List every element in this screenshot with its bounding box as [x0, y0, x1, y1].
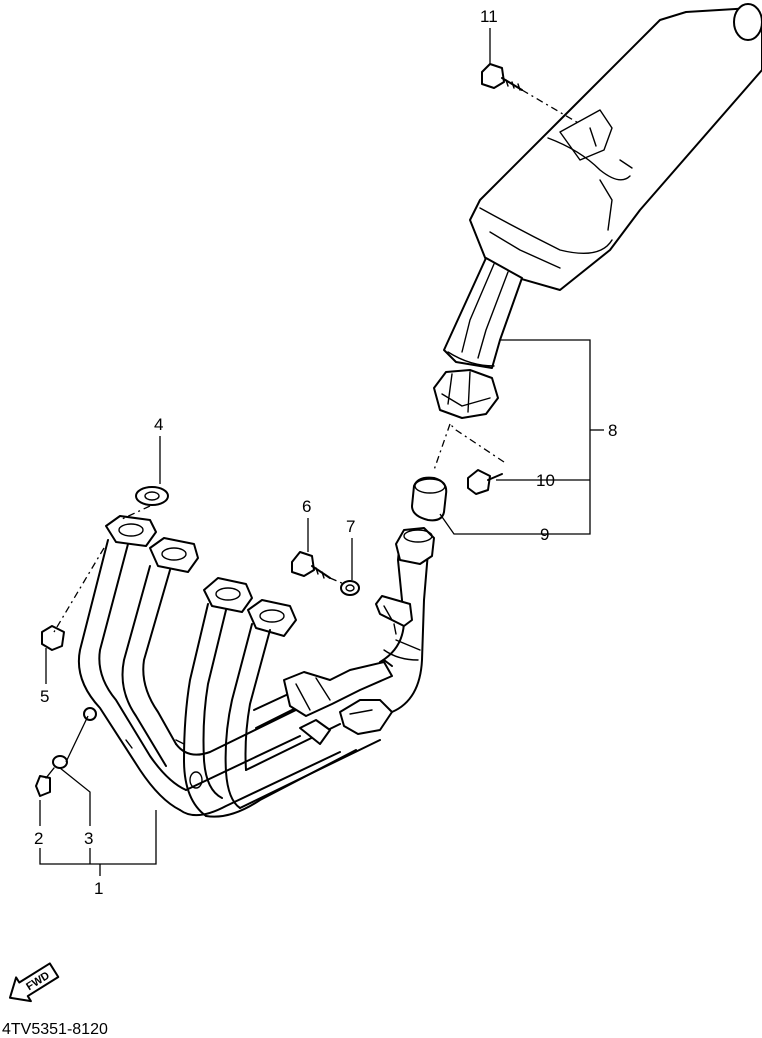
callout-8: 8	[608, 421, 617, 440]
connector-pipe	[433, 257, 523, 419]
gasket	[411, 476, 448, 522]
callout-5: 5	[40, 687, 49, 706]
gasket-4	[135, 486, 169, 506]
callout-4: 4	[154, 415, 163, 434]
muffler	[469, 3, 762, 291]
forward-direction-arrow: FWD	[8, 962, 60, 1003]
bolt-2	[35, 767, 55, 797]
bolt-10	[467, 469, 503, 495]
callout-6: 6	[302, 497, 311, 516]
grommet	[83, 707, 97, 721]
callout-2: 2	[34, 829, 43, 848]
callout-7: 7	[346, 517, 355, 536]
exhaust-header	[77, 515, 435, 818]
diagram-code: 4TV5351-8120	[2, 1021, 108, 1038]
callout-10: 10	[536, 471, 555, 490]
callout-3: 3	[84, 829, 93, 848]
bolt-11	[481, 63, 523, 91]
callout-11: 11	[480, 7, 498, 26]
washer-3	[52, 755, 68, 769]
nut-5	[41, 625, 65, 651]
callout-1: 1	[94, 879, 103, 898]
washer-7	[340, 580, 360, 596]
leader-lines	[39, 28, 604, 876]
callout-9: 9	[540, 525, 549, 544]
assembly-centerlines	[53, 89, 581, 633]
callout-labels: 11 4 6 7 8 10 9 5 2 3 1	[34, 7, 617, 898]
bolt-6	[291, 551, 331, 579]
